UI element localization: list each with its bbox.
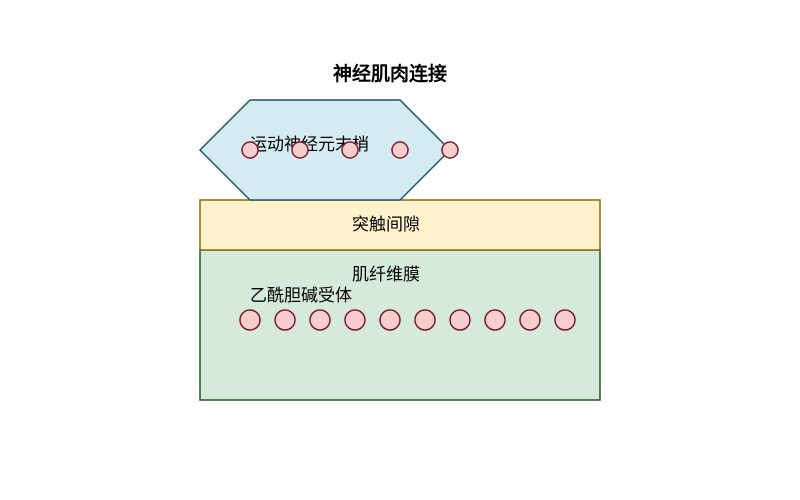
acetylcholine-receptors bbox=[239, 309, 576, 331]
acetylcholine-receptor bbox=[414, 309, 436, 331]
synaptic-vesicle bbox=[291, 141, 309, 159]
acetylcholine-receptor bbox=[554, 309, 576, 331]
synaptic-vesicle bbox=[441, 141, 459, 159]
motor-neuron-terminal-shape bbox=[198, 99, 452, 201]
acetylcholine-receptor bbox=[239, 309, 261, 331]
diagram-title: 神经肌肉连接 bbox=[333, 62, 447, 85]
acetylcholine-receptor bbox=[309, 309, 331, 331]
synaptic-vesicles bbox=[241, 141, 459, 159]
receptors-label: 乙酰胆碱受体 bbox=[250, 286, 352, 306]
synaptic-cleft-label: 突触间隙 bbox=[352, 215, 420, 235]
muscle-membrane-label: 肌纤维膜 bbox=[352, 265, 420, 285]
synaptic-vesicle bbox=[341, 141, 359, 159]
acetylcholine-receptor bbox=[379, 309, 401, 331]
motor-neuron-terminal-label: 运动神经元末梢 bbox=[250, 135, 369, 155]
synaptic-cleft-box bbox=[199, 199, 601, 251]
acetylcholine-receptor bbox=[484, 309, 506, 331]
synaptic-vesicle bbox=[391, 141, 409, 159]
acetylcholine-receptor bbox=[344, 309, 366, 331]
acetylcholine-receptor bbox=[519, 309, 541, 331]
synaptic-vesicle bbox=[241, 141, 259, 159]
acetylcholine-receptor bbox=[449, 309, 471, 331]
acetylcholine-receptor bbox=[274, 309, 296, 331]
